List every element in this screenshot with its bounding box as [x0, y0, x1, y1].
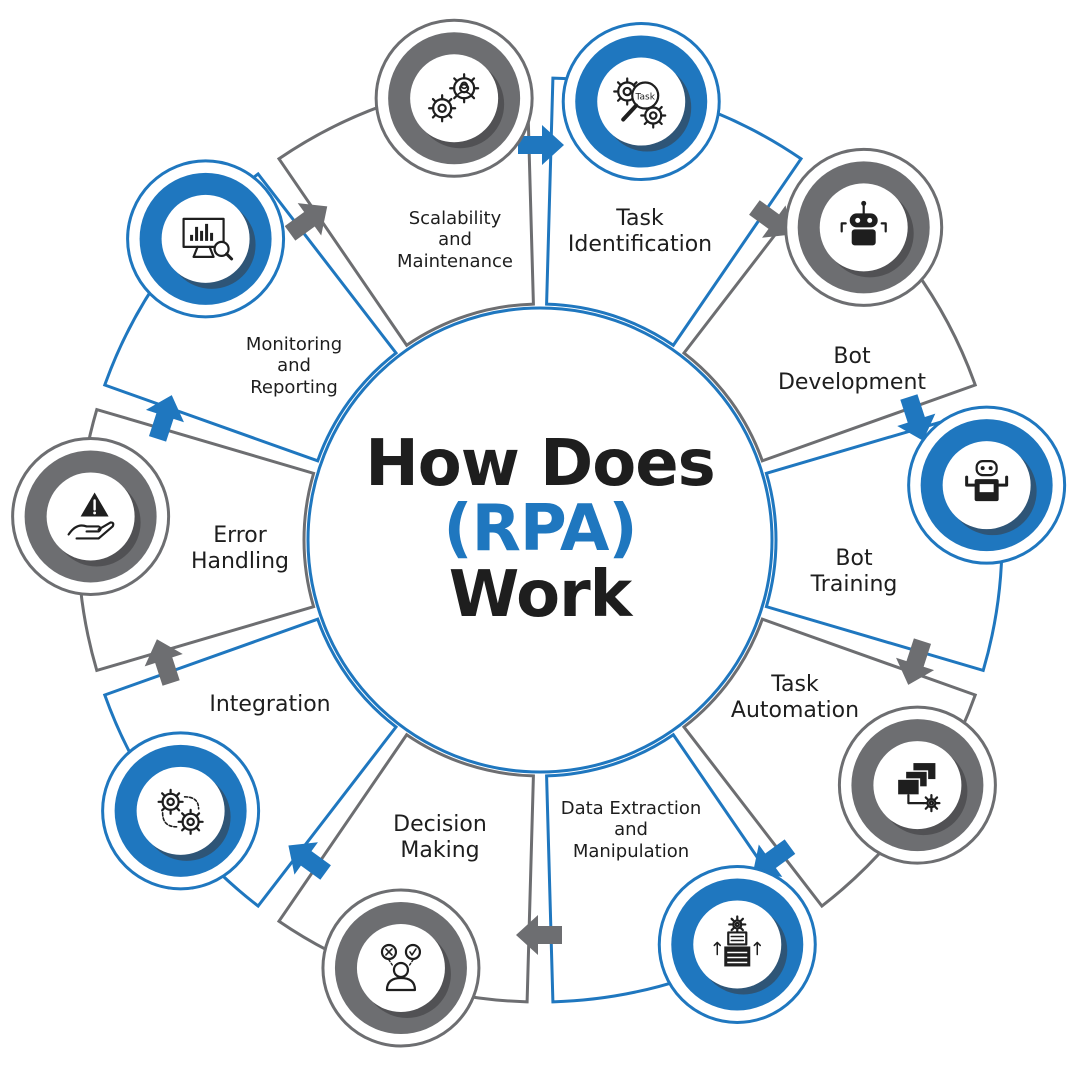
step-label-line: Bot: [835, 546, 873, 572]
warning-hand-icon: [67, 492, 115, 540]
flow-arrow-7: [144, 639, 183, 686]
step-label-line: Handling: [190, 548, 290, 574]
step-node-6: [321, 888, 481, 1048]
step-label-line: Task: [771, 672, 819, 698]
flow-arrow-10: [518, 125, 564, 165]
step-label-line: Making: [400, 837, 480, 863]
step-node-3: [907, 405, 1067, 565]
monitor-chart-icon: [182, 217, 234, 261]
title-line-2: (RPA): [443, 492, 637, 567]
flow-arrow-6: [288, 842, 331, 880]
flow-arrow-1: [749, 200, 792, 238]
step-label-line: Manipulation: [572, 840, 690, 862]
step-node-5: [657, 864, 817, 1024]
step-node-4: [837, 705, 997, 865]
decision-person-icon: [380, 943, 422, 992]
flow-arrow-9: [284, 203, 328, 241]
step-label-line: Training: [810, 571, 898, 597]
gears-connect-icon: [157, 788, 204, 835]
gears-person-icon: [428, 73, 480, 123]
step-node-2: [784, 147, 944, 307]
step-label-line: Maintenance: [397, 250, 513, 272]
flow-arrow-4: [752, 839, 796, 877]
step-label-7: Integration: [170, 692, 370, 718]
step-label-line: Reporting: [250, 376, 338, 398]
svg-text:Task: Task: [635, 93, 656, 103]
data-extraction-icon: [713, 915, 762, 967]
windows-gear-icon: [896, 763, 941, 813]
step-label-line: Bot: [833, 344, 871, 370]
title-line-1: How Does: [365, 427, 716, 501]
step-label-line: and: [277, 355, 311, 377]
flow-arrow-2: [897, 394, 936, 441]
step-label-line: Identification: [567, 231, 713, 257]
step-node-10: [374, 18, 534, 178]
step-node-8: [11, 436, 171, 596]
step-label-line: Error: [213, 523, 267, 549]
step-label-line: and: [438, 229, 472, 251]
step-label-line: Scalability: [408, 208, 502, 230]
flow-arrow-8: [145, 395, 184, 442]
step-label-line: Data Extraction: [560, 798, 702, 820]
task-search-icon: Task: [613, 77, 667, 129]
step-label-line: Automation: [730, 697, 860, 723]
center-title: How Does (RPA) Work: [340, 427, 740, 632]
step-node-7: [101, 731, 261, 891]
flow-arrow-5: [516, 915, 562, 955]
robot-training-icon: [965, 460, 1009, 502]
step-node-9: [126, 159, 286, 319]
step-label-line: Monitoring: [245, 334, 343, 356]
step-label-line: Task: [616, 206, 664, 232]
step-label-line: Integration: [209, 692, 331, 718]
step-label-line: and: [614, 819, 648, 841]
step-label-line: Decision: [393, 812, 487, 838]
step-label-line: Development: [777, 369, 927, 395]
flow-arrow-3: [896, 638, 935, 685]
robot-icon: [840, 200, 887, 246]
center-circle: [306, 306, 774, 774]
step-node-1: Task: [561, 22, 721, 182]
title-line-3: Work: [448, 557, 632, 632]
